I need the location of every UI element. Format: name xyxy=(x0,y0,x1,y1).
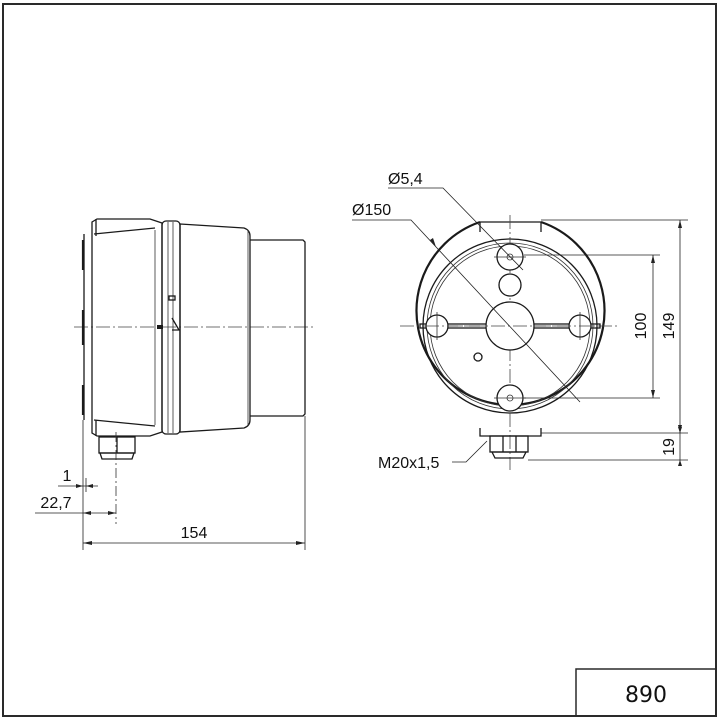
svg-text:19: 19 xyxy=(661,438,678,456)
dimension-offset-small: 1 xyxy=(58,468,98,492)
svg-text:22,7: 22,7 xyxy=(40,495,71,512)
drawing-frame xyxy=(2,3,717,717)
dimension-gland-height: 19 xyxy=(661,425,682,466)
title-block: 890 xyxy=(575,668,717,717)
cable-gland-side xyxy=(98,432,136,524)
side-view: 154 1 22,7 xyxy=(35,218,313,550)
dimension-cable-gland-thread: M20x1,5 xyxy=(378,440,488,472)
svg-text:100: 100 xyxy=(633,313,650,340)
dimension-overall-height: 149 xyxy=(661,220,682,433)
dimension-hole-spacing: 100 xyxy=(633,255,655,398)
svg-text:149: 149 xyxy=(661,313,678,340)
svg-text:154: 154 xyxy=(181,525,208,542)
dimension-outer-diameter: Ø150 xyxy=(352,202,581,403)
svg-text:1: 1 xyxy=(63,468,72,485)
dimension-hole-diameter: Ø5,4 xyxy=(388,171,524,271)
cable-gland-front xyxy=(489,435,529,459)
dimension-overall-length: 154 xyxy=(83,525,305,545)
front-view: Ø5,4 Ø150 M20x1,5 100 xyxy=(352,171,688,472)
drawing-number: 890 xyxy=(625,683,667,708)
svg-text:M20x1,5: M20x1,5 xyxy=(378,455,439,472)
svg-text:Ø5,4: Ø5,4 xyxy=(388,171,423,188)
svg-text:Ø150: Ø150 xyxy=(352,202,391,219)
dimension-offset-gland: 22,7 xyxy=(35,495,116,515)
